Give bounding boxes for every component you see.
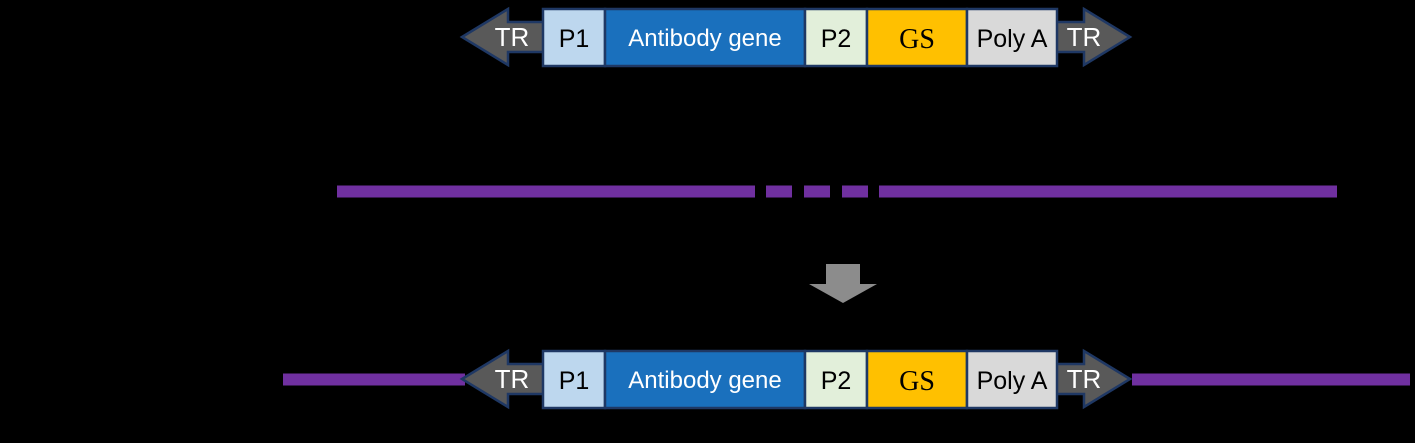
genomic-dna-line [337, 185, 1337, 198]
dna-line-left [283, 373, 465, 386]
p1-promoter-box [541, 349, 607, 410]
poly-a-label: Poly A [977, 367, 1048, 395]
dna-line-dash [804, 185, 830, 198]
poly-a-box [965, 7, 1059, 68]
down-arrow-icon [809, 264, 877, 303]
tr-right-label: TR [1067, 364, 1102, 394]
dna-line-right [1132, 373, 1410, 386]
dna-line-dash [842, 185, 868, 198]
poly-a-box [965, 349, 1059, 410]
poly-a-label: Poly A [977, 25, 1048, 53]
p1-promoter-box [541, 7, 607, 68]
dna-line-dash [766, 185, 792, 198]
top-construct: TR P1 Antibody gene P2 GS Poly A TR [459, 6, 1133, 68]
dna-line-segment [337, 185, 755, 198]
p2-promoter-box [803, 7, 869, 68]
gs-box [865, 7, 969, 68]
p2-label: P2 [821, 25, 852, 53]
tr-left-label: TR [495, 22, 530, 52]
tr-left-label: TR [495, 364, 530, 394]
antibody-gene-label: Antibody gene [628, 25, 781, 52]
dna-line-segment [879, 185, 1337, 198]
integrated-construct: TR P1 Antibody gene P2 GS Poly A TR [459, 348, 1133, 410]
p1-label: P1 [559, 25, 590, 53]
gs-label: GS [899, 366, 935, 397]
tr-right-label: TR [1067, 22, 1102, 52]
p1-label: P1 [559, 367, 590, 395]
antibody-gene-label: Antibody gene [628, 367, 781, 394]
gs-label: GS [899, 24, 935, 55]
p2-label: P2 [821, 367, 852, 395]
